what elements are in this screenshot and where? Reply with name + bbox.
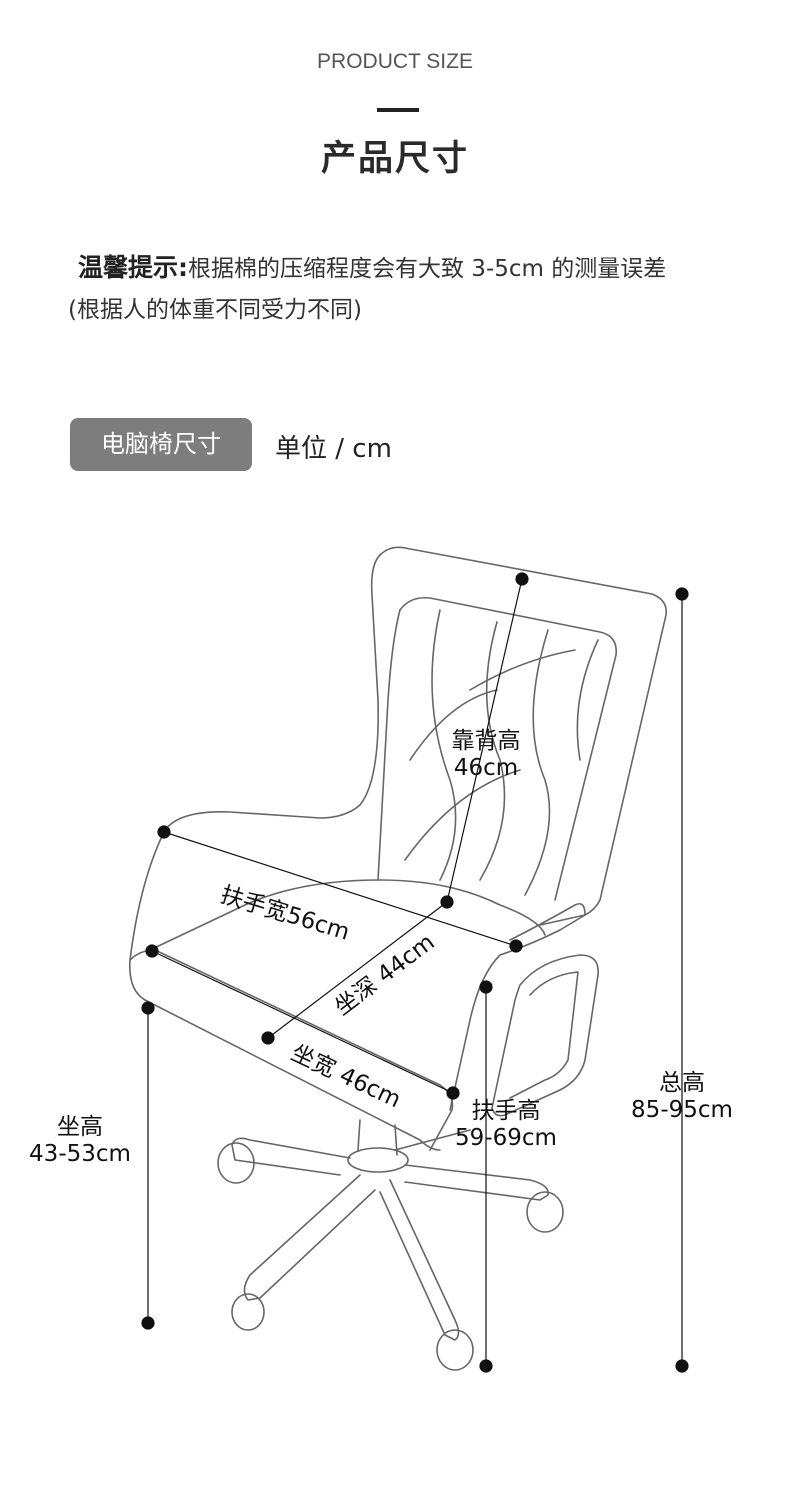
tuft-diag-1 <box>409 689 498 761</box>
seat-depth-front-dot <box>261 1031 275 1045</box>
chinese-title: 产品尺寸 <box>320 139 469 179</box>
seat-height-bottom-dot <box>141 1316 155 1330</box>
tip-label: 温馨提示: <box>78 253 188 282</box>
tuft-line-4 <box>576 639 599 761</box>
armrest-height-label: 扶手高 59-69cm <box>452 1098 560 1152</box>
unit-label: 单位 / cm <box>275 434 392 464</box>
backrest-height-label: 靠背高 46cm <box>446 728 526 782</box>
backrest-outer <box>379 546 668 926</box>
armrest-width-right-dot <box>509 939 523 953</box>
backrest-inner <box>399 596 617 901</box>
armrest-height-top-dot <box>479 980 493 994</box>
caster-left-front <box>231 1293 265 1331</box>
seat-width-left-dot <box>145 944 159 958</box>
chair-outline <box>128 546 668 1371</box>
seat-top-left <box>149 879 546 951</box>
backrest-height-line <box>446 578 523 903</box>
seat-height-label: 坐高 43-53cm <box>28 1114 132 1168</box>
tip-note: (根据人的体重不同受力不同) <box>68 297 362 323</box>
armrest-height-bottom-dot <box>479 1359 493 1373</box>
armrest-height-name: 扶手高 <box>471 1098 541 1124</box>
caster-front <box>436 1329 474 1371</box>
armrest-height-value: 59-69cm <box>455 1125 557 1151</box>
backrest-height-value: 46cm <box>453 755 519 781</box>
armrest-right <box>449 902 586 1111</box>
seat-depth-line <box>267 901 448 1039</box>
base-leg-right <box>404 1164 549 1201</box>
caster-right <box>526 1191 564 1233</box>
tuft-line-1 <box>431 609 457 881</box>
total-height-value: 85-95cm <box>631 1097 733 1123</box>
tuft-diag-2 <box>404 769 521 861</box>
backrest-inner-left <box>377 609 401 881</box>
tuft-line-3 <box>524 629 551 896</box>
seat-height-top-dot <box>141 1001 155 1015</box>
seat-width-line <box>151 950 454 1094</box>
backrest-height-name: 靠背高 <box>451 728 521 754</box>
tuft-diag-3 <box>469 649 576 691</box>
english-title: PRODUCT SIZE <box>317 50 473 73</box>
total-height-label: 总高 85-95cm <box>628 1070 736 1124</box>
chair-size-badge: 电脑椅尺寸 <box>70 418 252 471</box>
armrest-width-left-dot <box>157 825 171 839</box>
seat-bottom <box>144 999 441 1151</box>
armrest-width-line <box>163 831 517 947</box>
base-leg-left-back <box>231 1137 351 1176</box>
total-height-bottom-dot <box>675 1359 689 1373</box>
armrest-right-pad-inner <box>509 971 579 1099</box>
backrest-top-dot <box>515 572 529 586</box>
total-height-top-dot <box>675 587 689 601</box>
tuft-line-2 <box>479 621 506 881</box>
seat-width-right-dot <box>446 1086 460 1100</box>
tip-line: 温馨提示:根据棉的压缩程度会有大致 3-5cm 的测量误差 <box>78 248 666 284</box>
seat-front <box>129 949 454 1151</box>
total-height-name: 总高 <box>659 1070 705 1096</box>
seat-height-name: 坐高 <box>57 1114 103 1140</box>
base-leg-back-right <box>394 1129 471 1151</box>
dimension-lines <box>141 572 689 1373</box>
tip-text: 根据棉的压缩程度会有大致 3-5cm 的测量误差 <box>188 256 667 282</box>
base-leg-front <box>379 1179 460 1341</box>
backrest-left-edge <box>164 554 381 831</box>
seat-left-side <box>128 829 166 1001</box>
title-divider <box>377 108 419 112</box>
seat-height-value: 43-53cm <box>29 1141 131 1167</box>
caster-left-back <box>217 1142 255 1184</box>
armrest-right-pad <box>491 954 599 1117</box>
base-leg-front-left <box>243 1174 376 1301</box>
base-hub <box>347 1147 409 1173</box>
